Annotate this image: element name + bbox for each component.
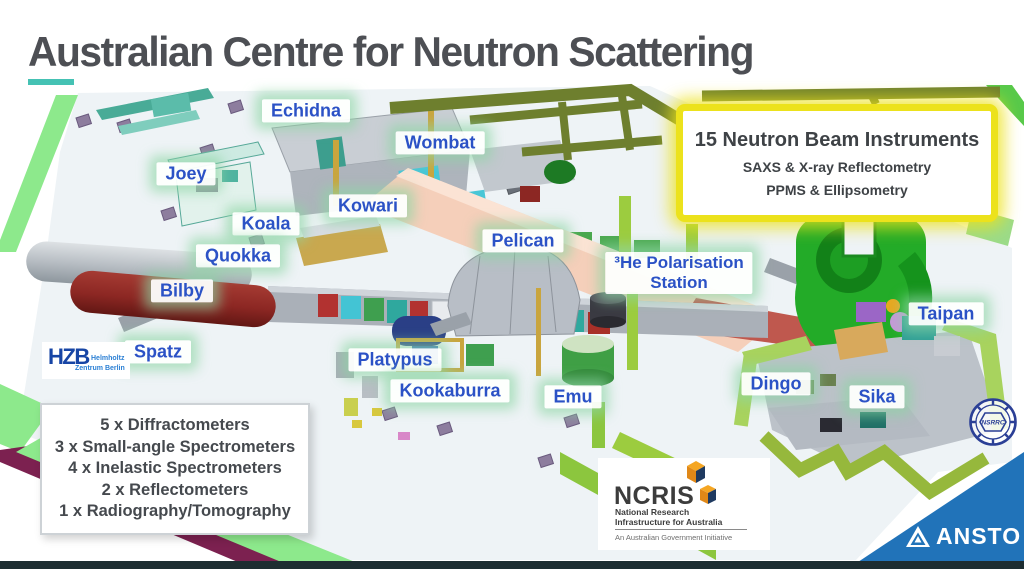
- instrument-label-koala: Koala: [232, 212, 300, 236]
- page-title: Australian Centre for Neutron Scattering: [28, 28, 755, 75]
- instrument-label-taipan: Taipan: [908, 302, 984, 326]
- summary-item-diffractometers: 5 x Diffractometers: [100, 416, 250, 434]
- nsrrc-stamp-text: NSRRC: [981, 420, 1004, 427]
- hzb-logo-line1: Helmholtz: [91, 355, 125, 362]
- instrument-label-he3-polarisation-station: ³He Polarisation Station: [605, 251, 753, 295]
- ncris-logo-divider: [615, 529, 747, 530]
- instrument-summary-box: 5 x Diffractometers 3 x Small-angle Spec…: [40, 403, 310, 535]
- instrument-label-kowari: Kowari: [328, 194, 408, 218]
- instrument-label-wombat: Wombat: [395, 131, 485, 155]
- reactor-building: [795, 210, 933, 384]
- ncris-logo: NCRIS National Research Infrastructure f…: [598, 458, 770, 550]
- instrument-label-platypus: Platypus: [348, 348, 442, 372]
- summary-item-reflectometers: 2 x Reflectometers: [101, 480, 249, 499]
- ncris-logo-line2: Infrastructure for Australia: [615, 517, 723, 527]
- summary-item-radiography: 1 x Radiography/Tomography: [59, 502, 291, 521]
- nsrrc-stamp-logo: NSRRC: [969, 398, 1017, 446]
- instrument-label-dingo: Dingo: [741, 372, 811, 396]
- hzb-logo-line2: Zentrum Berlin: [75, 365, 125, 372]
- instrument-label-emu: Emu: [544, 385, 602, 409]
- instrument-count-box: 15 Neutron Beam Instruments SAXS & X-ray…: [676, 104, 998, 222]
- hzb-logo: HZB Helmholtz Zentrum Berlin: [42, 342, 130, 379]
- ncris-logo-tagline: An Australian Government Initiative: [615, 533, 733, 542]
- instrument-label-bilby: Bilby: [150, 279, 214, 303]
- summary-item-small-angle: 3 x Small-angle Spectrometers: [54, 437, 296, 456]
- ansto-logo: ANSTO: [905, 523, 1021, 550]
- instrument-label-kookaburra: Kookaburra: [390, 379, 510, 403]
- bottom-edge-bar: [0, 561, 1024, 569]
- hzb-logo-abbr: HZB: [48, 344, 90, 369]
- instrument-count-heading: 15 Neutron Beam Instruments: [694, 128, 980, 151]
- ncris-cubes-icon: [687, 461, 716, 504]
- instrument-label-spatz: Spatz: [124, 340, 192, 364]
- ncris-logo-name: NCRIS: [614, 482, 695, 510]
- summary-item-inelastic: 4 x Inelastic Spectrometers: [68, 459, 282, 478]
- east-instrument-zone: [733, 299, 1008, 501]
- instrument-label-sika: Sika: [849, 385, 905, 409]
- instrument-count-line-2: PPMS & Ellipsometry: [766, 181, 908, 198]
- ansto-triangle-icon: [906, 526, 930, 547]
- instrument-label-pelican: Pelican: [482, 229, 564, 253]
- kookaburra-rig: [336, 312, 494, 440]
- pelican-dome: [447, 245, 581, 337]
- he3-station-equipment: [590, 292, 626, 328]
- emu-vessel: [562, 335, 614, 387]
- instrument-label-joey: Joey: [156, 162, 216, 186]
- instrument-count-line-1: SAXS & X-ray Reflectometry: [742, 158, 932, 175]
- ncris-logo-line1: National Research: [615, 507, 690, 517]
- ansto-logo-text: ANSTO: [936, 523, 1022, 549]
- instrument-label-quokka: Quokka: [195, 244, 281, 268]
- title-underline-accent: [28, 79, 74, 85]
- instrument-label-echidna: Echidna: [261, 99, 351, 123]
- crane-mast: [536, 288, 541, 376]
